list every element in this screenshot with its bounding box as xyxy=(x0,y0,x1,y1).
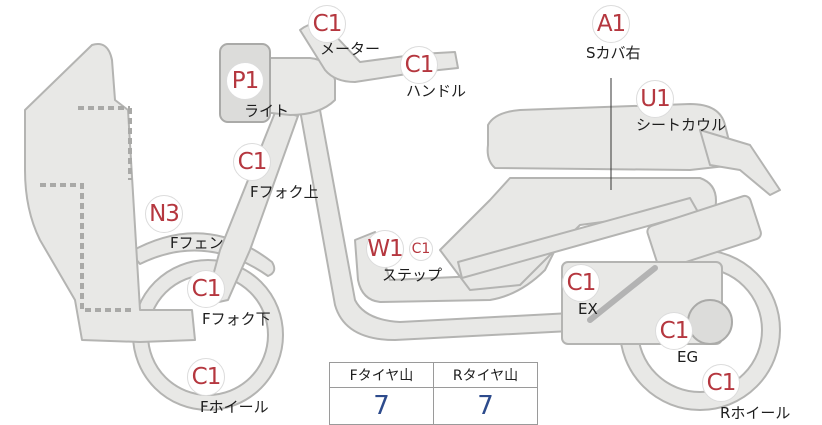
label-seat-cowl: シートカウル xyxy=(636,116,727,134)
seat-cowl-tail-shape xyxy=(699,129,781,196)
label-front-wheel: Fホイール xyxy=(200,398,269,416)
marker-front-fork-upper: C1 xyxy=(233,143,271,181)
marker-front-fender: N3 xyxy=(145,195,183,233)
label-front-fender: Fフェン xyxy=(170,234,224,252)
label-front-fork-lower: Fフォク下 xyxy=(202,310,271,328)
tire-tread-table: Fタイヤ山 Rタイヤ山 7 7 xyxy=(329,362,538,425)
label-handle: ハンドル xyxy=(406,82,467,100)
marker-step: W1 xyxy=(366,230,404,268)
marker-meter: C1 xyxy=(308,5,346,43)
tire-table-value-row: 7 7 xyxy=(329,387,538,425)
label-step: ステップ xyxy=(382,266,443,284)
marker-seat-cowl: U1 xyxy=(636,80,674,118)
front-tire-header: Fタイヤ山 xyxy=(329,362,434,388)
marker-handle: C1 xyxy=(400,46,438,84)
exhaust-pipe-shape xyxy=(587,265,658,323)
marker-side-cover-right: A1 xyxy=(592,5,630,43)
label-side-cover-right: Sカバ右 xyxy=(586,44,641,62)
marker-front-fork-lower: C1 xyxy=(187,270,225,308)
rear-tire-header: Rタイヤ山 xyxy=(433,362,538,388)
rear-shock-shape xyxy=(646,194,762,271)
label-engine: EG xyxy=(677,348,699,366)
rear-tire-value: 7 xyxy=(433,387,538,425)
marker-front-wheel: C1 xyxy=(187,358,225,396)
marker-exhaust: C1 xyxy=(562,264,600,302)
rear-hub-shape xyxy=(687,299,733,345)
label-meter: メーター xyxy=(320,40,381,58)
tire-table-header-row: Fタイヤ山 Rタイヤ山 xyxy=(329,362,538,388)
label-light: ライト xyxy=(244,102,290,120)
front-tire-value: 7 xyxy=(329,387,434,425)
marker-light: P1 xyxy=(226,62,264,100)
marker-engine: C1 xyxy=(655,312,693,350)
label-exhaust: EX xyxy=(578,300,598,318)
label-rear-wheel: Rホイール xyxy=(720,404,791,422)
front-fork-shape xyxy=(204,109,299,306)
marker-step-extra: C1 xyxy=(409,237,433,261)
marker-rear-wheel: C1 xyxy=(702,364,740,402)
leg-shield-shape xyxy=(24,43,196,343)
label-front-fork-upper: Fフォク上 xyxy=(250,183,319,201)
leg-shield-dashed-lines xyxy=(40,106,135,312)
